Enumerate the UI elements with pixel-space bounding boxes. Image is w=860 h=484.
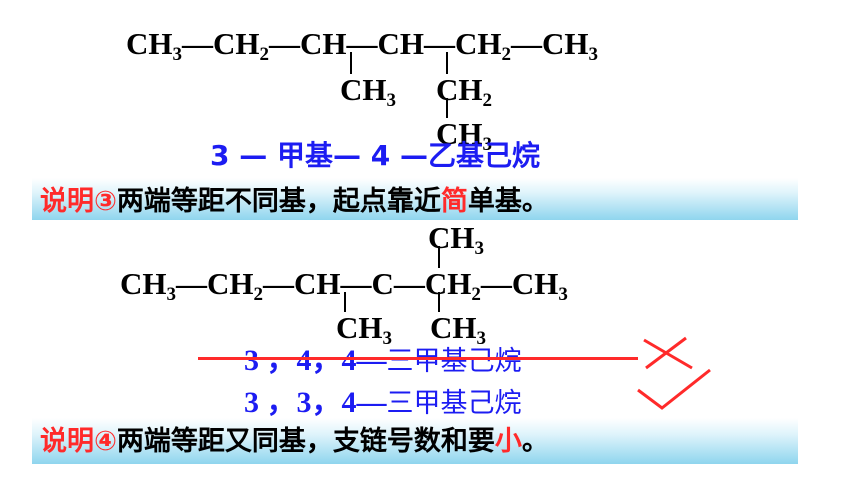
m2-group-6: CH3 xyxy=(511,266,568,305)
cross-mark-icon xyxy=(643,336,693,370)
name-right-text: 三甲基己烷 xyxy=(386,388,522,419)
check-mark-icon xyxy=(637,368,711,410)
name-right: 3 ，3，4—三甲基己烷 xyxy=(244,386,522,419)
rule3-text: 说明③两端等距不同基，起点靠近简单基。 xyxy=(40,186,549,217)
strike-line xyxy=(198,357,638,360)
rule4-band xyxy=(32,418,798,464)
m1-bond-vertical-c xyxy=(446,98,448,118)
m2-group-5: CH2 xyxy=(424,266,481,305)
m2-bond-vertical-a xyxy=(344,292,346,312)
m1-bond: — xyxy=(511,26,542,61)
molecule2-main-chain: CH3—CH2—CH—C—CH2—CH3 xyxy=(120,266,568,305)
m2-branch-methyl-a: CH3 xyxy=(336,310,392,349)
m1-bond-vertical-a xyxy=(350,52,352,74)
m2-top-methyl: CH3 xyxy=(428,220,484,259)
name-right-numbers: 3 ，3，4 xyxy=(244,386,357,419)
m1-group-5: CH2 xyxy=(455,26,511,65)
m1-bond: — xyxy=(424,26,455,61)
rule3-label: 说明③ xyxy=(40,186,117,217)
rule3-band xyxy=(32,178,798,220)
m2-branch-methyl-b: CH3 xyxy=(430,310,486,349)
m1-bond: — xyxy=(182,26,213,61)
name-wrong: 3 ，4，4—三甲基己烷 xyxy=(244,344,522,377)
m1-group-4: CH xyxy=(377,26,425,61)
molecule1-main-chain: CH3—CH2—CH—CH—CH2—CH3 xyxy=(126,26,598,65)
m1-bond-vertical-b xyxy=(446,52,448,74)
rule4-highlight: 小 xyxy=(494,426,522,457)
m2-bond-vertical-b xyxy=(438,292,440,312)
m2-group-2: CH2 xyxy=(207,266,263,305)
name1: 3 — 甲基— 4 —乙基己烷 xyxy=(210,139,540,172)
m1-bond: — xyxy=(269,26,300,61)
name-wrong-text: 三甲基己烷 xyxy=(386,346,522,377)
m1-group-6: CH3 xyxy=(542,26,598,65)
m2-group-4: C xyxy=(371,266,394,301)
m2-group-3: CH xyxy=(294,266,341,301)
m1-branch-methyl: CH3 xyxy=(340,72,396,111)
m2-bond: — xyxy=(263,266,294,301)
m2-bond-vertical-top xyxy=(438,246,440,268)
m2-group-1: CH3 xyxy=(120,266,176,305)
rule3-highlight: 简 xyxy=(440,186,468,217)
m1-branch-ethyl-ch3: CH3 xyxy=(436,116,492,155)
rule4-label: 说明④ xyxy=(40,426,117,457)
rule4-text: 说明④两端等距又同基，支链号数和要小。 xyxy=(40,426,549,457)
m2-bond: — xyxy=(176,266,207,301)
m1-group-2: CH2 xyxy=(213,26,269,65)
name-wrong-numbers: 3 ，4，4 xyxy=(244,344,357,377)
m2-bond: — xyxy=(393,266,425,301)
m1-group-1: CH3 xyxy=(126,26,182,65)
m1-group-3: CH xyxy=(300,26,347,61)
m2-bond: — xyxy=(480,266,512,301)
m1-branch-ethyl-ch2: CH2 xyxy=(436,72,492,111)
